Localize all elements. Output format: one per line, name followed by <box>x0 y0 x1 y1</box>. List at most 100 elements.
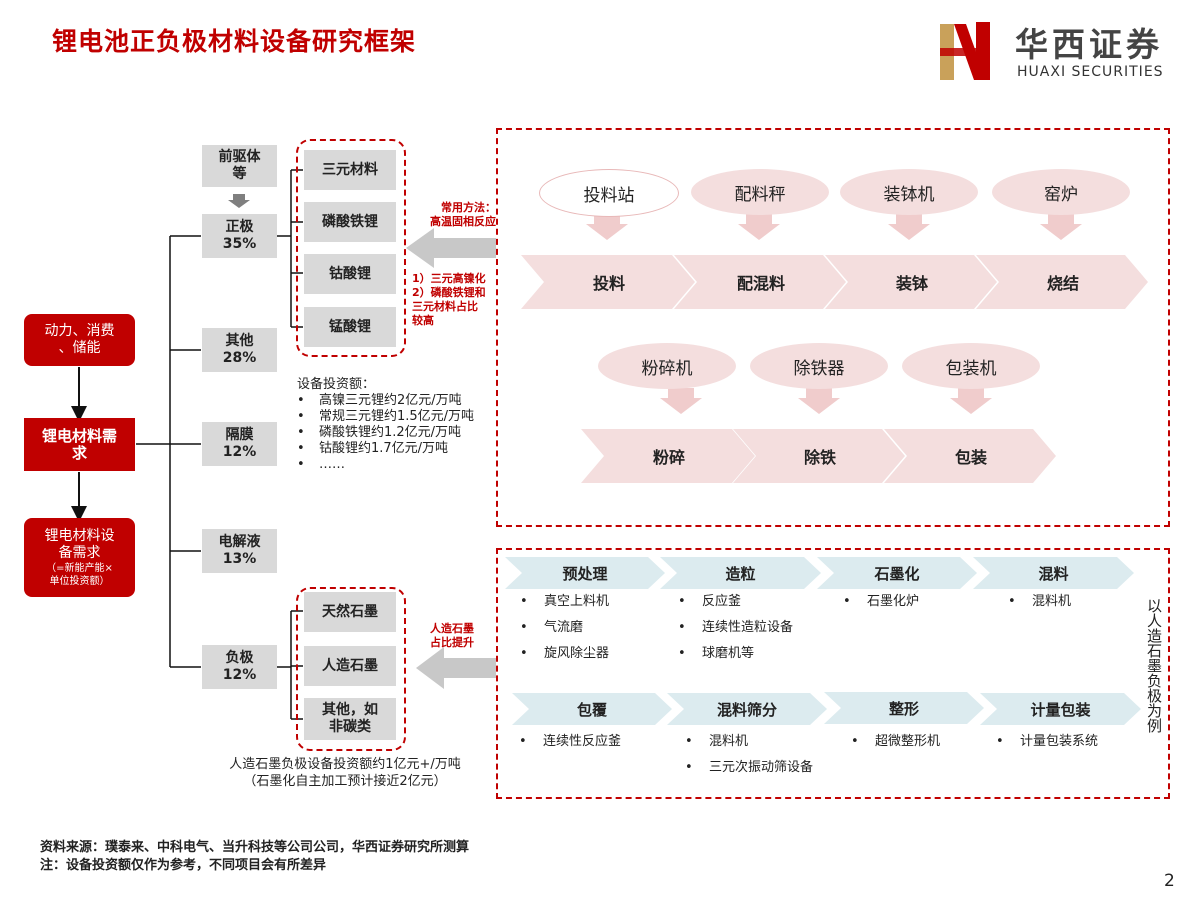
step-label: 混料筛分 <box>716 700 777 719</box>
equipment-batching-scale: 配料秤 <box>691 169 829 215</box>
list-item: •连续性反应釜 <box>519 729 621 755</box>
anode-step-shaping: 整形 <box>841 692 967 724</box>
step-label: 装钵 <box>895 274 928 293</box>
anode-equipment-list-6: •混料机 •三元次振动筛设备 <box>685 729 813 781</box>
investment-item-text: …… <box>319 457 345 472</box>
anode-step-mixing: 混料 <box>990 557 1117 589</box>
list-item-text: 旋风除尘器 <box>544 646 610 661</box>
step-crushing: 粉碎 <box>604 429 734 483</box>
bullet-icon: • <box>678 594 686 609</box>
list-item-text: 连续性造粒设备 <box>702 620 794 635</box>
anode-equipment-list-7: •超微整形机 <box>851 729 940 755</box>
anode-equipment-list-1: •真空上料机 • 气流磨 • 旋风除尘器 <box>520 589 609 667</box>
list-item: •石墨化炉 <box>843 589 919 615</box>
step-label: 投料 <box>592 274 625 293</box>
anode-note-line2: 占比提升 <box>430 636 474 649</box>
anode-materials-group <box>296 587 406 751</box>
anode-step-granulation: 造粒 <box>677 557 804 589</box>
list-item-text: 超微整形机 <box>875 734 941 749</box>
bullet-icon: • <box>297 393 305 408</box>
equipment-feeding-station: 投料站 <box>539 169 679 217</box>
list-item-text: 真空上料机 <box>544 594 610 609</box>
cathode-material-label: 三元材料 <box>322 161 378 178</box>
precursor-label-2: 等 <box>232 166 247 182</box>
anode-material-label-2: 非碳类 <box>329 719 371 735</box>
anode-material-natural: 天然石墨 <box>304 592 396 632</box>
investment-item-text: 常规三元锂约1.5亿元/万吨 <box>319 409 475 424</box>
page-number: 2 <box>1164 871 1175 891</box>
cathode-material-label: 磷酸铁锂 <box>322 213 378 230</box>
investment-item: • 高镍三元锂约2亿元/万吨 <box>297 393 474 409</box>
equipment-kiln: 窑炉 <box>992 169 1130 215</box>
list-item-text: 三元次振动筛设备 <box>709 760 814 775</box>
bullet-icon: • <box>1008 594 1016 609</box>
equipment-iron-remover: 除铁器 <box>750 343 888 389</box>
investment-list: 设备投资额： •高镍三元锂约2亿元/万吨 •常规三元锂约1.5亿元/万吨 •磷酸… <box>297 377 474 473</box>
step-label: 石墨化 <box>874 564 920 583</box>
footer-source: 资料来源：璞泰来、中科电气、当升科技等公司公司，华西证券研究所测算 <box>40 840 470 855</box>
step-label: 混料 <box>1038 564 1069 583</box>
step-saggar-loading: 装钵 <box>848 255 976 309</box>
step-label: 粉碎 <box>652 448 685 467</box>
anode-step-mix-sieve: 混料筛分 <box>684 693 810 725</box>
cathode-box: 正极 35% <box>202 214 277 258</box>
cathode-label: 正极 <box>225 219 254 235</box>
equipment-demand-line1: 锂电材料设 <box>44 527 115 544</box>
investment-heading: 设备投资额： <box>297 377 376 392</box>
cathode-share-note: 1）三元高镍化 2）磷酸铁锂和 三元材料占比 较高 <box>412 272 496 328</box>
cathode-material-label: 钴酸锂 <box>329 265 371 282</box>
bullet-icon: • <box>520 620 528 635</box>
list-item: •混料机 <box>1008 589 1071 615</box>
anode-box: 负极 12% <box>202 645 277 689</box>
cathode-material-lfp: 磷酸铁锂 <box>304 202 396 242</box>
list-item-text: 混料机 <box>709 734 749 749</box>
material-demand-box: 锂电材料需 求 <box>24 418 135 471</box>
equipment-crusher: 粉碎机 <box>598 343 736 389</box>
bullet-icon: • <box>678 620 686 635</box>
list-item: • 连续性造粒设备 <box>678 615 793 641</box>
cathode-method-line2: 高温固相反应 <box>430 215 496 228</box>
bullet-icon: • <box>520 646 528 661</box>
separator-box: 隔膜 12% <box>202 422 277 466</box>
other-label: 其他 <box>225 333 254 349</box>
list-item-text: 连续性反应釜 <box>543 734 622 749</box>
cathode-share-line3: 三元材料占比 <box>412 300 478 313</box>
equipment-label: 除铁器 <box>793 358 845 379</box>
cathode-share-line4: 较高 <box>412 314 434 327</box>
precursor-box: 前驱体 等 <box>202 145 277 187</box>
list-item: •三元次振动筛设备 <box>685 755 813 781</box>
step-label: 包覆 <box>576 700 607 719</box>
step-sintering: 烧结 <box>999 255 1127 309</box>
anode-step-coating: 包覆 <box>529 693 655 725</box>
cathode-method-note: 常用方法： 高温固相反应 <box>420 201 496 229</box>
cathode-share-line1: 1）三元高镍化 <box>412 272 486 285</box>
anode-equipment-list-8: •计量包装系统 <box>996 729 1098 755</box>
bullet-icon: • <box>843 594 851 609</box>
list-item-text: 气流磨 <box>544 620 584 635</box>
other-share: 28% <box>222 350 257 366</box>
step-label: 整形 <box>888 699 919 718</box>
anode-step-metered-packing: 计量包装 <box>997 693 1124 725</box>
bullet-icon: • <box>297 457 305 472</box>
equipment-label: 装钵机 <box>883 184 935 205</box>
investment-item-text: 高镍三元锂约2亿元/万吨 <box>319 393 462 408</box>
demand-source-box: 动力、消费 、储能 <box>24 314 135 366</box>
equipment-demand-box: 锂电材料设 备需求 （=新能产能× 单位投资额） <box>24 518 135 597</box>
step-label: 预处理 <box>562 564 608 583</box>
anode-material-label: 天然石墨 <box>322 603 378 620</box>
list-item-text: 球磨机等 <box>702 646 755 661</box>
anode-step-pretreatment: 预处理 <box>522 557 648 589</box>
logo-subtitle: HUAXI SECURITIES <box>1017 64 1164 80</box>
cathode-share-line2: 2）磷酸铁锂和 <box>412 286 486 299</box>
equipment-label: 投料站 <box>583 185 635 206</box>
investment-item: •常规三元锂约1.5亿元/万吨 <box>297 409 474 425</box>
electrolyte-box: 电解液 13% <box>202 529 277 573</box>
separator-share: 12% <box>222 444 257 460</box>
list-item-text: 反应釜 <box>702 594 742 609</box>
list-item: •真空上料机 <box>520 589 609 615</box>
step-label: 除铁 <box>803 448 836 467</box>
cathode-material-ncm: 三元材料 <box>304 150 396 190</box>
cathode-method-line1: 常用方法： <box>441 201 496 214</box>
step-packing: 包装 <box>907 429 1035 483</box>
